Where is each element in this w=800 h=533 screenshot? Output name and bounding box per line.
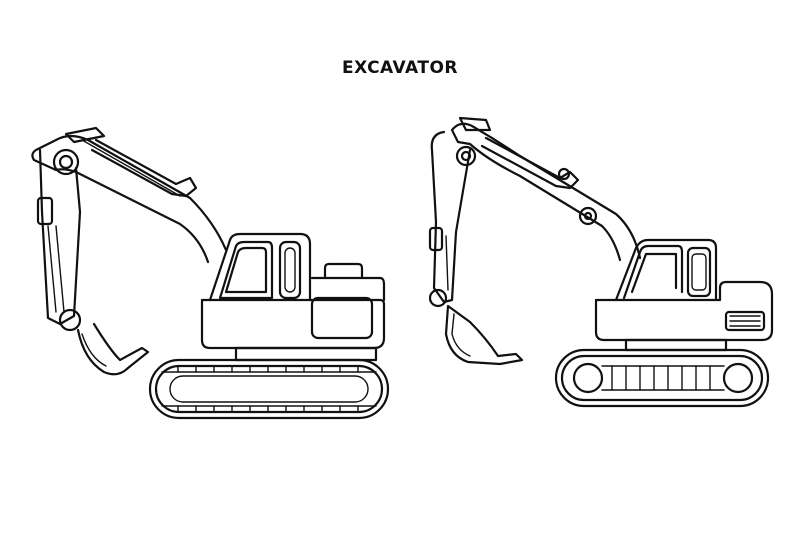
right-upper-body — [594, 280, 774, 342]
left-boom — [31, 126, 228, 264]
left-track — [148, 358, 390, 420]
left-stick — [36, 148, 82, 326]
right-cab — [614, 238, 718, 302]
right-bucket — [444, 304, 524, 366]
left-upper-body — [200, 262, 386, 350]
left-turntable — [234, 346, 378, 362]
excavator-right-illustration — [428, 116, 774, 408]
right-track — [554, 348, 770, 408]
page-title: EXCAVATOR — [341, 58, 459, 78]
left-cab — [208, 232, 312, 302]
right-boom — [450, 116, 642, 262]
excavator-left-illustration — [31, 126, 390, 420]
left-bucket — [58, 308, 150, 376]
right-stick — [428, 130, 477, 308]
right-turntable — [624, 338, 728, 352]
